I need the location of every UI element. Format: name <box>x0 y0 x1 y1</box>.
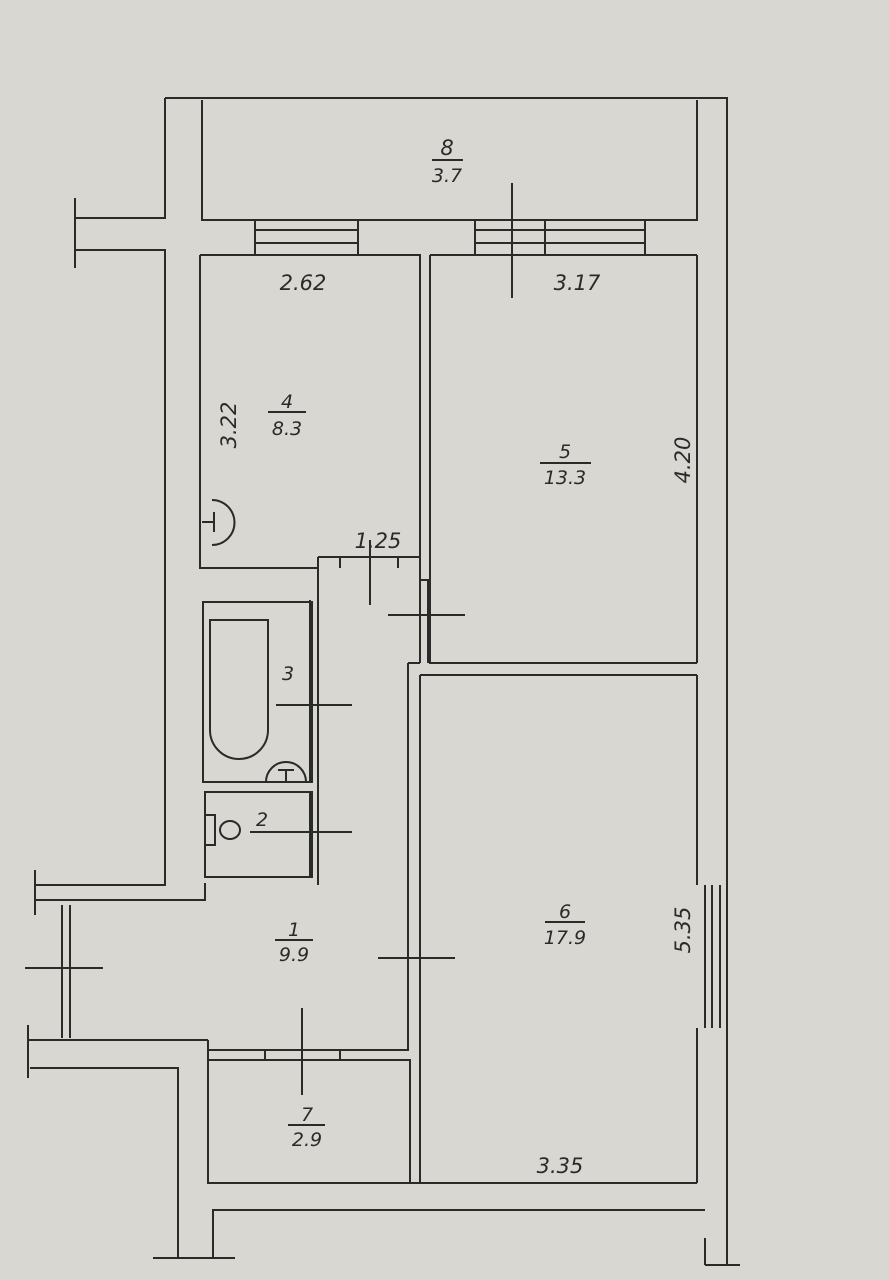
room-6-width: 3.35 <box>537 1154 584 1178</box>
room-4-length: 3.22 <box>217 402 241 449</box>
room-7-area: 2.9 <box>292 1129 322 1151</box>
room-6-number: 6 <box>559 901 571 923</box>
room-5-width: 3.17 <box>554 271 601 295</box>
room-5-number: 5 <box>559 441 571 463</box>
room-8-number: 8 <box>440 136 453 160</box>
room-7-number: 7 <box>301 1104 313 1126</box>
room-6-length: 5.35 <box>671 907 695 954</box>
room-6-area: 17.9 <box>544 927 586 949</box>
room-4-width: 2.62 <box>280 271 327 295</box>
door-width: 1.25 <box>355 529 402 553</box>
room-1-area: 9.9 <box>279 944 309 966</box>
room-4-number: 4 <box>281 391 293 413</box>
room-1-number: 1 <box>288 919 300 941</box>
room-3-number: 3 <box>282 663 294 685</box>
room-5-length: 4.20 <box>671 437 695 484</box>
room-8-area: 3.7 <box>432 165 462 187</box>
walls <box>25 97 740 1266</box>
room-2-number: 2 <box>256 809 268 831</box>
room-5-area: 13.3 <box>544 467 586 489</box>
room-4-area: 8.3 <box>272 418 302 440</box>
